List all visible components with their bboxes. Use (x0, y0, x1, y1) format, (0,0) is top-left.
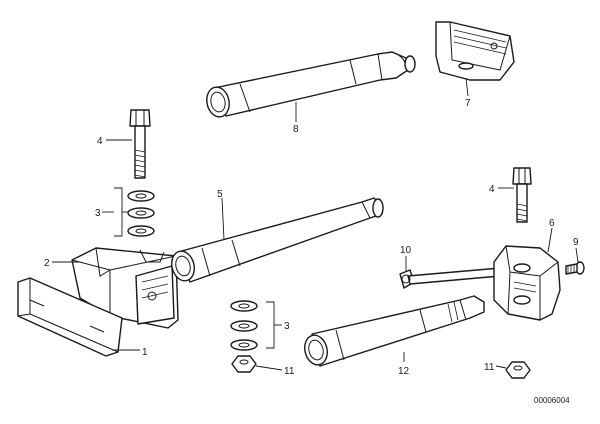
callout-11-right: 11 (484, 362, 495, 373)
callout-7: 7 (465, 98, 471, 109)
callout-1: 1 (142, 347, 148, 358)
bolt-part-4-right (512, 167, 532, 223)
leader-lines (52, 77, 579, 371)
bushing-part-10 (399, 267, 501, 289)
washers-part-3-middle (230, 300, 258, 351)
callout-4-right: 4 (489, 184, 495, 195)
callout-3-middle: 3 (284, 321, 290, 332)
nut-part-11-middle (231, 355, 257, 373)
washers-part-3-left (127, 190, 155, 237)
callout-11-middle: 11 (284, 366, 295, 377)
callout-6: 6 (549, 218, 555, 229)
plate-part-1 (17, 277, 123, 357)
callout-4-left: 4 (97, 136, 103, 147)
callout-9: 9 (573, 237, 579, 248)
callout-12: 12 (398, 366, 410, 377)
callout-8: 8 (293, 124, 299, 135)
callout-10: 10 (400, 245, 412, 256)
callout-3-left: 3 (95, 208, 101, 219)
nut-part-11-right (505, 361, 531, 379)
bracket-part-7 (435, 21, 515, 81)
callout-labels: 1 2 3 3 4 4 5 6 7 8 9 10 11 11 12 (44, 98, 579, 377)
tube-part-8 (206, 51, 416, 118)
callout-5: 5 (217, 189, 223, 200)
screw-part-9 (565, 261, 585, 275)
drawing-code: 00006004 (534, 396, 570, 405)
tube-part-12 (304, 295, 485, 367)
bolt-part-4-left (129, 109, 151, 179)
bracket-part-6 (493, 245, 561, 321)
callout-2: 2 (44, 258, 50, 269)
tube-part-5 (170, 197, 384, 283)
